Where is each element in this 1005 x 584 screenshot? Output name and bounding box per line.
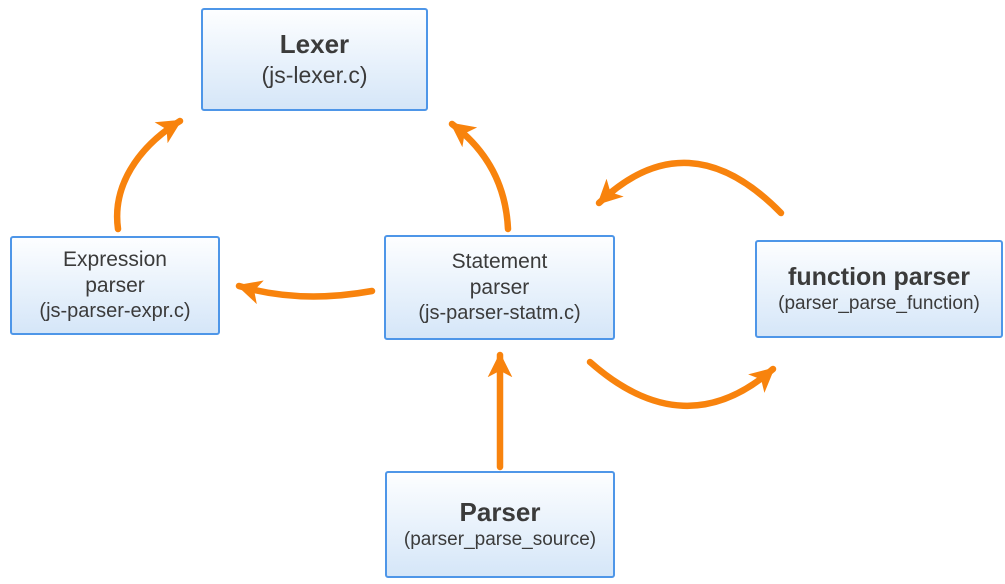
edge-expression-parser-to-lexer bbox=[113, 117, 184, 233]
node-parser-title: Parser bbox=[459, 496, 541, 527]
node-parser-subtitle: (parser_parse_source) bbox=[403, 529, 597, 551]
node-function-parser-subtitle: (parser_parse_function) bbox=[778, 293, 980, 315]
node-function-parser: function parser (parser_parse_function) bbox=[755, 240, 1003, 338]
node-function-parser-title: function parser bbox=[788, 262, 970, 291]
edge-statement-parser-to-expression-parser bbox=[235, 280, 376, 305]
node-statement-parser: Statement parser (js-parser-statm.c) bbox=[384, 235, 615, 340]
node-lexer-title: Lexer bbox=[279, 29, 350, 60]
node-lexer-subtitle: (js-lexer.c) bbox=[261, 61, 368, 88]
edge-statement-parser-to-lexer bbox=[448, 120, 512, 233]
node-expression-parser-title: Expression parser bbox=[63, 248, 167, 297]
node-statement-parser-title: Statement parser bbox=[451, 250, 548, 299]
node-parser: Parser (parser_parse_source) bbox=[385, 471, 615, 578]
edge-function-parser-to-statement-parser bbox=[595, 159, 785, 217]
node-statement-parser-subtitle: (js-parser-statm.c) bbox=[418, 301, 581, 324]
node-lexer: Lexer (js-lexer.c) bbox=[201, 8, 428, 111]
node-expression-parser-subtitle: (js-parser-expr.c) bbox=[39, 299, 191, 322]
edge-statement-parser-to-function-parser bbox=[586, 358, 777, 410]
node-expression-parser: Expression parser (js-parser-expr.c) bbox=[10, 236, 220, 335]
